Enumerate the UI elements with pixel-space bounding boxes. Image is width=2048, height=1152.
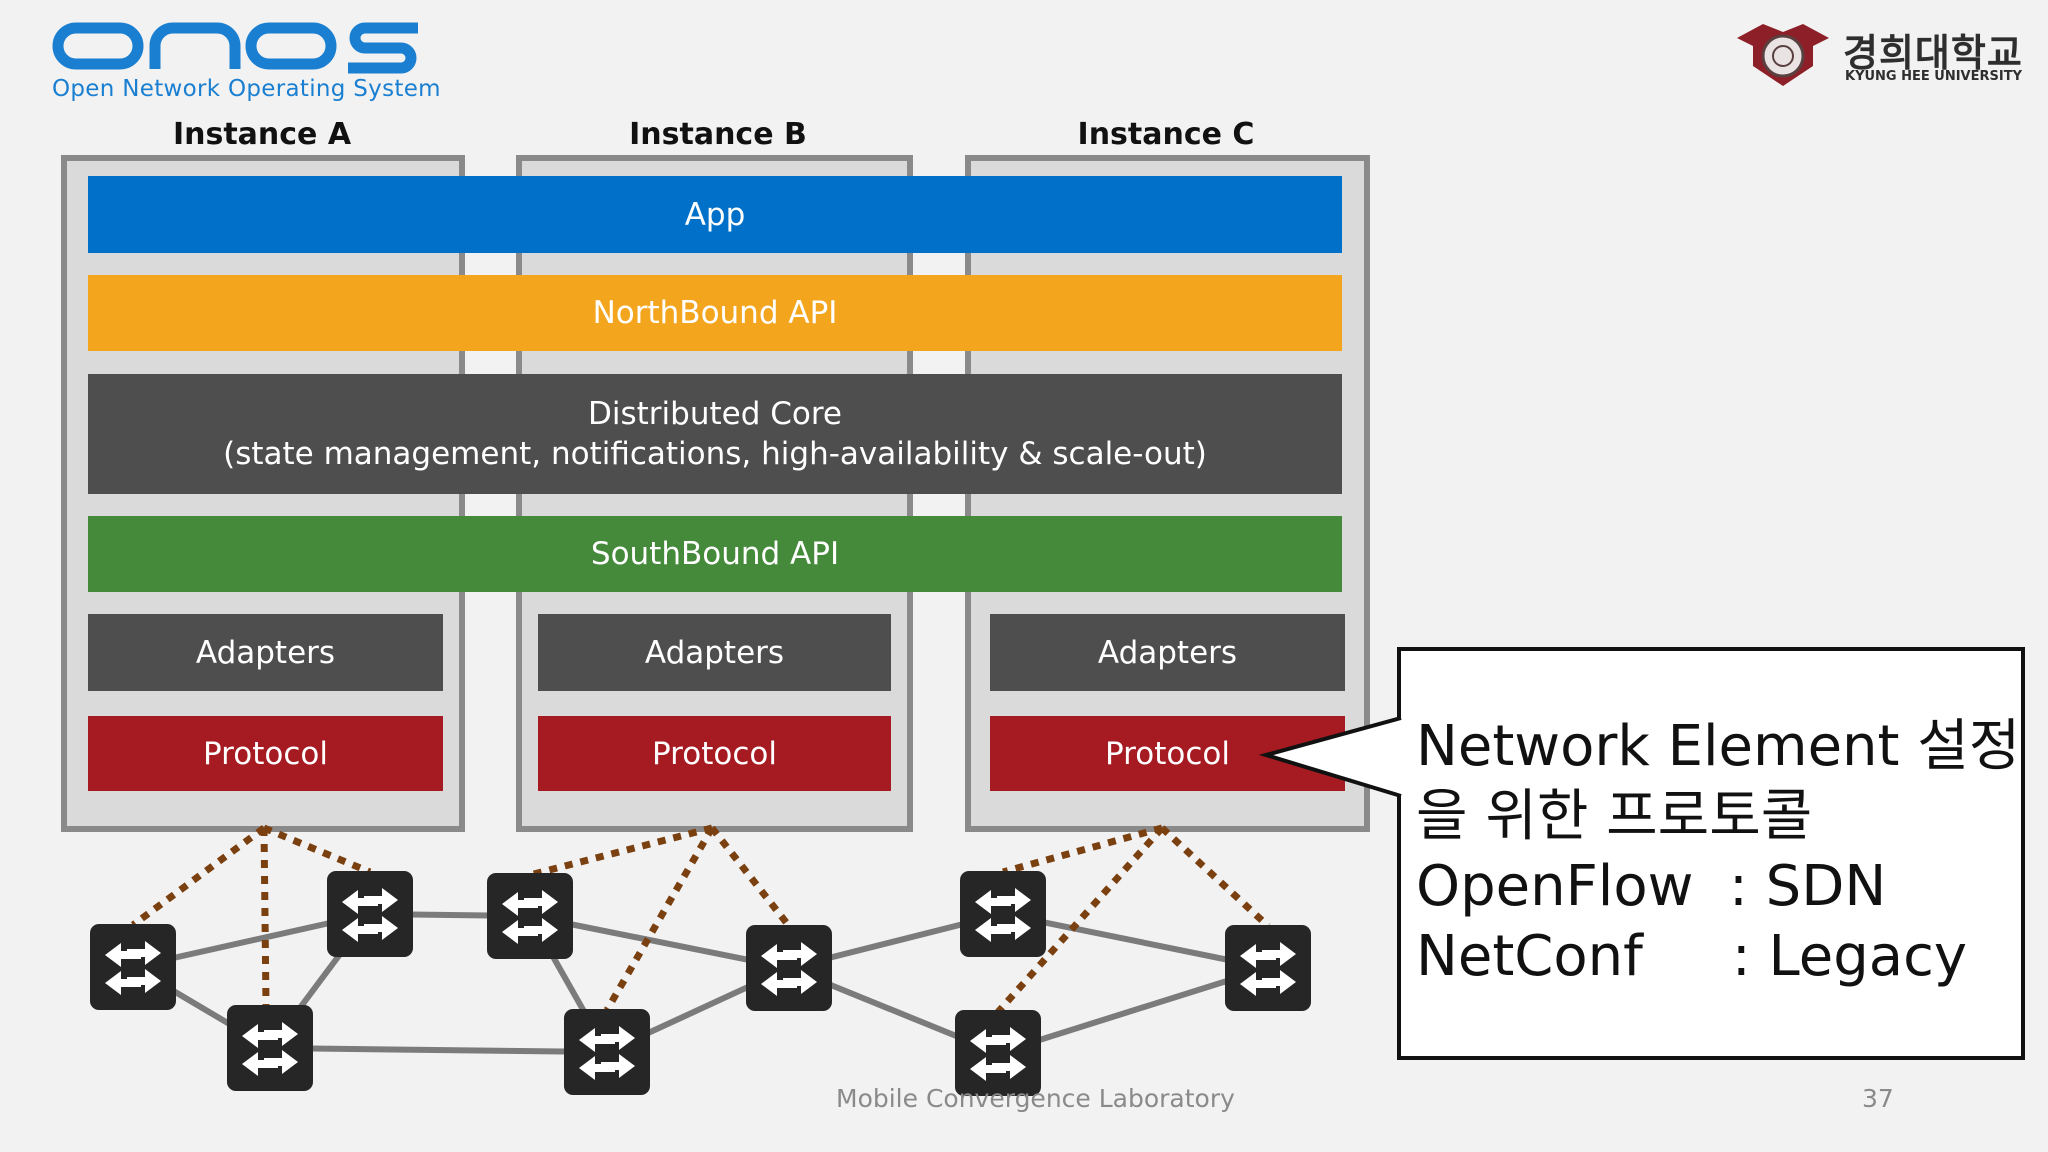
protocol-c: Protocol (990, 716, 1345, 791)
switch-icon (746, 925, 832, 1011)
switch-icon (960, 871, 1046, 957)
northbound-api-layer: NorthBound API (88, 275, 1342, 351)
adapters-c-label: Adapters (1097, 634, 1238, 671)
university-emblem-icon (1737, 24, 1829, 86)
protocol-b: Protocol (538, 716, 891, 791)
switch-icon (90, 924, 176, 1010)
switch-icon (564, 1009, 650, 1095)
onos-logo (52, 22, 418, 74)
switch-icon (327, 871, 413, 957)
callout-box (1397, 647, 2025, 1060)
protocol-a: Protocol (88, 716, 443, 791)
instance-c-title: Instance C (1077, 117, 1255, 152)
adapters-a: Adapters (88, 614, 443, 691)
southbound-api-layer: SouthBound API (88, 516, 1342, 592)
adapters-a-label: Adapters (195, 634, 336, 671)
distributed-core-layer: Distributed Core (state management, noti… (88, 374, 1342, 494)
switch-icon (1225, 925, 1311, 1011)
page-number: 37 (1862, 1084, 1894, 1113)
adapters-c: Adapters (990, 614, 1345, 691)
protocol-c-label: Protocol (1105, 735, 1230, 772)
switch-icon (487, 873, 573, 959)
callout-text: Network Element 설정 을 위한 프로토콜 OpenFlow : … (1416, 712, 2020, 992)
adapters-b: Adapters (538, 614, 891, 691)
adapters-b-label: Adapters (644, 634, 785, 671)
instance-a-title: Instance A (172, 117, 352, 152)
core-description: (state management, notifications, high-a… (223, 436, 1207, 472)
instance-b-title: Instance B (629, 117, 807, 152)
university-name-english: KYUNG HEE UNIVERSITY (1845, 69, 2022, 84)
app-layer-label: App (684, 196, 746, 233)
callout-line-2: 을 위한 프로토콜 (1416, 784, 1813, 849)
footer-lab-name: Mobile Convergence Laboratory (836, 1084, 1235, 1113)
app-layer: App (88, 176, 1342, 253)
core-title: Distributed Core (588, 396, 842, 432)
northbound-api-label: NorthBound API (592, 295, 838, 331)
southbound-api-label: SouthBound API (590, 536, 840, 572)
protocol-b-label: Protocol (652, 735, 777, 772)
switch-icon (227, 1005, 313, 1091)
callout-line-1: Network Element 설정 (1416, 714, 2021, 779)
university-name-korean: 경희대학교 (1843, 31, 2023, 75)
callout-line-4: NetConf : Legacy (1416, 924, 1968, 989)
callout-line-3: OpenFlow : SDN (1416, 854, 1887, 919)
protocol-a-label: Protocol (203, 735, 328, 772)
logo-subtitle: Open Network Operating System (52, 76, 441, 102)
